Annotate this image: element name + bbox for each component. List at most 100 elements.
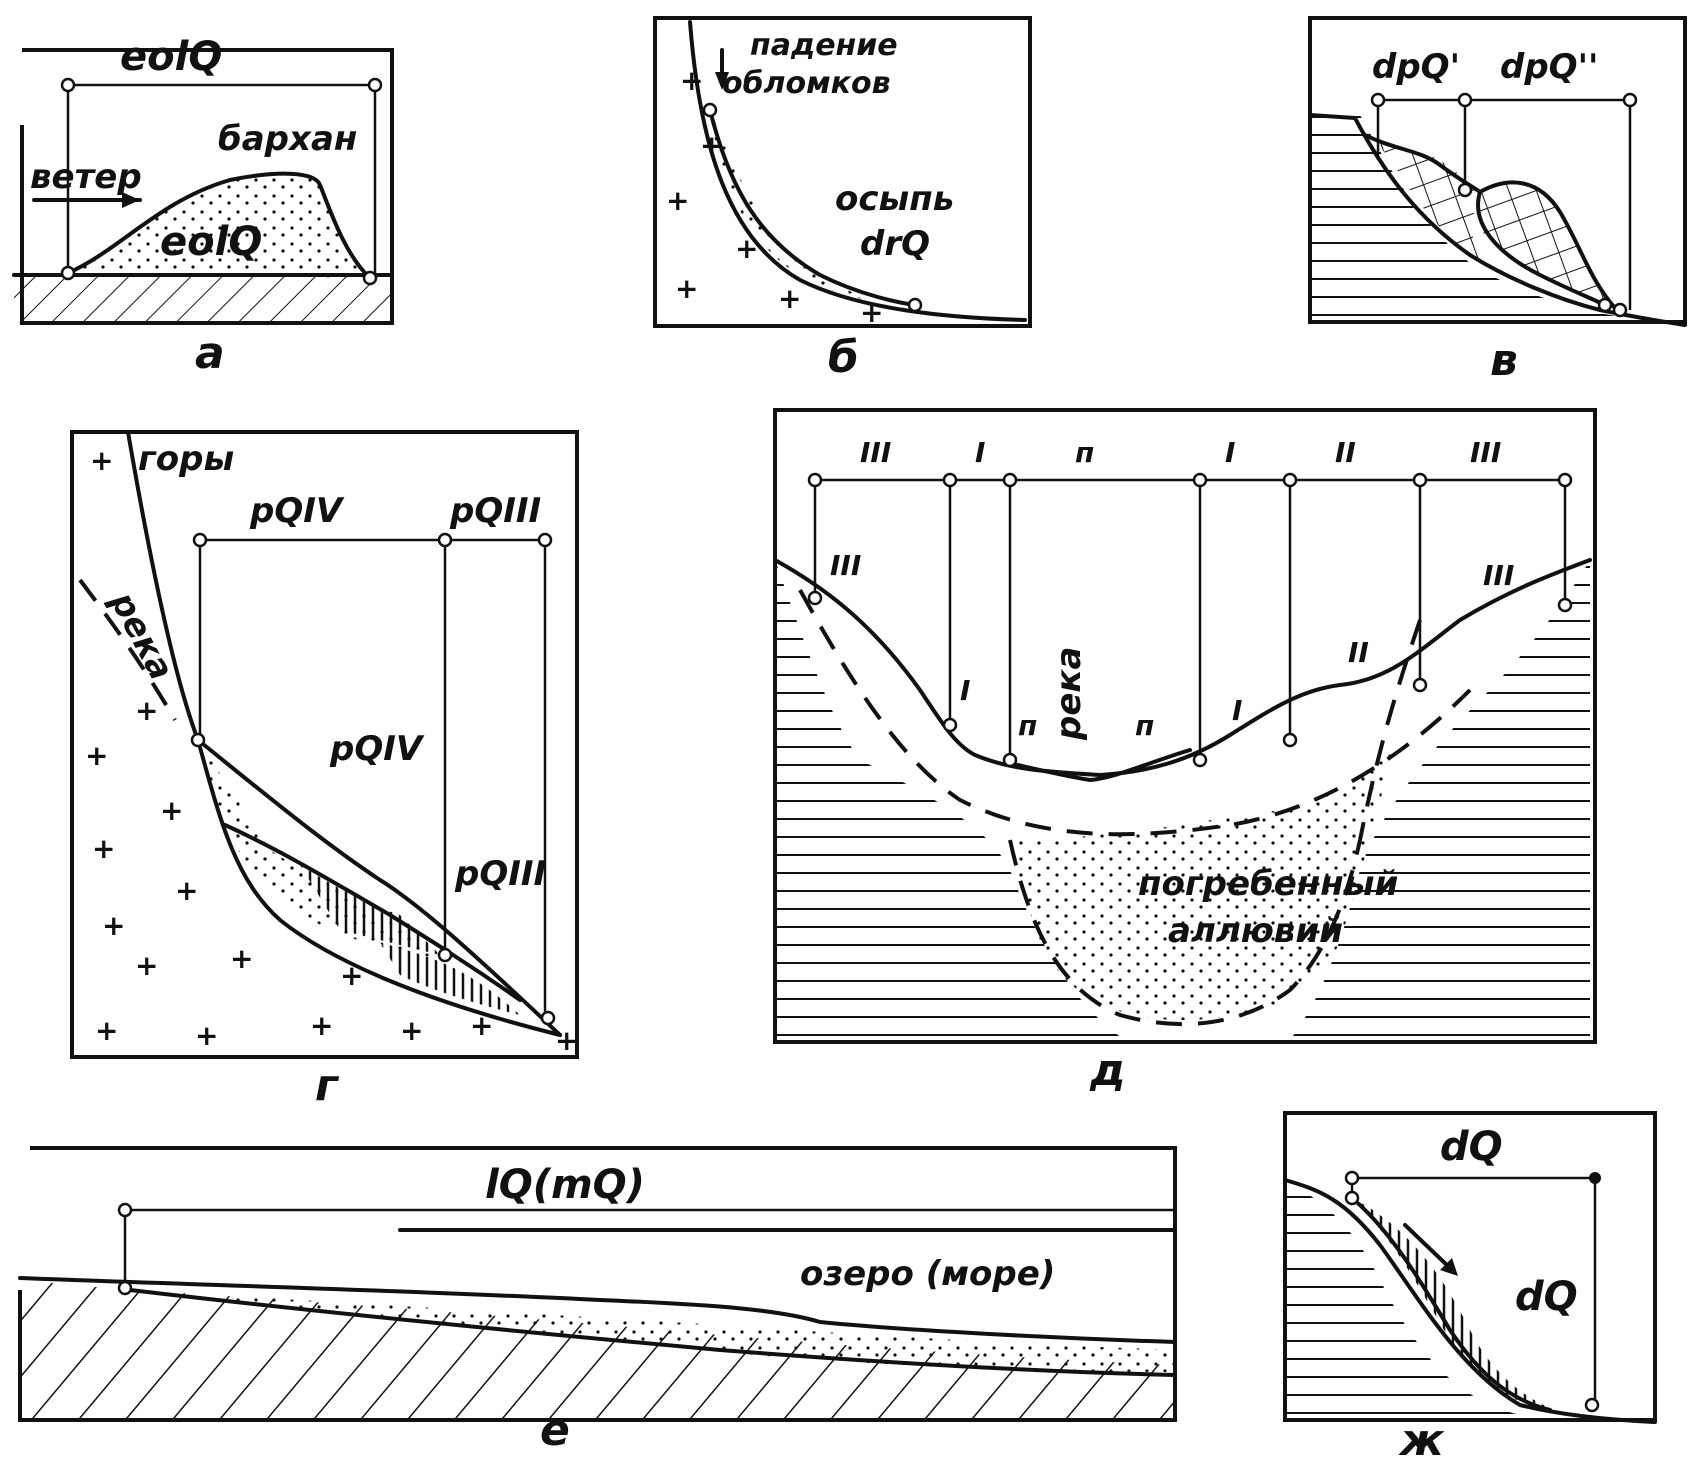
point — [192, 532, 208, 548]
cross: + — [160, 794, 183, 827]
panel-e: lQ(mQ) озеро (море) е — [18, 1146, 1177, 1456]
point — [702, 102, 718, 118]
cross: + — [778, 282, 801, 315]
point — [1597, 297, 1613, 313]
point — [1584, 1397, 1600, 1413]
point — [362, 270, 378, 286]
label-deposit-1: pQIV — [329, 729, 425, 769]
cross: + — [555, 1024, 578, 1057]
caption: б — [828, 332, 859, 383]
deposit-hatch-2 — [380, 942, 520, 1015]
point — [117, 1280, 133, 1296]
label-dune: бархан — [218, 119, 357, 159]
point — [1622, 92, 1638, 108]
slope-label: I — [1232, 694, 1242, 727]
point — [367, 77, 383, 93]
caption: а — [195, 328, 225, 379]
point — [1192, 752, 1208, 768]
point — [1344, 1170, 1360, 1186]
terrace-profile — [773, 558, 1592, 777]
top-label: I — [975, 436, 985, 469]
label-top: dQ — [1440, 1124, 1503, 1170]
old-valley-surface — [798, 589, 1472, 837]
caption: в — [1490, 335, 1518, 386]
cross: + — [92, 832, 115, 865]
cross: + — [90, 444, 113, 477]
cross: + — [230, 942, 253, 975]
buried-valley-side — [1358, 619, 1422, 841]
label-river: река — [1049, 647, 1089, 741]
point — [437, 947, 453, 963]
point — [1557, 597, 1573, 613]
channel — [1003, 748, 1192, 782]
extent-bracket — [1350, 1176, 1597, 1405]
caption: ж — [1398, 1415, 1445, 1458]
top-label: II — [1335, 436, 1356, 469]
cross: + — [666, 184, 689, 217]
point — [537, 532, 553, 548]
slide-1-fill — [1365, 130, 1480, 260]
label-deposit: dQ — [1515, 1274, 1578, 1320]
cross: + — [470, 1009, 493, 1042]
slope-line — [688, 20, 1027, 322]
slope-line — [1283, 1178, 1657, 1424]
point — [907, 297, 923, 313]
label-top: eolQ — [120, 34, 222, 80]
caption: д — [1089, 1045, 1126, 1096]
point — [1557, 472, 1573, 488]
point — [1002, 752, 1018, 768]
cross: + — [680, 64, 703, 97]
slope-label: III — [830, 549, 861, 582]
point — [1370, 92, 1386, 108]
label-water: озеро (море) — [800, 1254, 1055, 1294]
label-deposit-2: pQIII — [454, 854, 546, 894]
label-1: dpQ' — [1372, 47, 1460, 87]
slope-hatch — [1285, 1180, 1520, 1415]
label-2: dpQ'' — [1500, 47, 1598, 87]
label-wind: ветер — [30, 157, 142, 197]
cross: + — [700, 129, 723, 162]
point — [807, 590, 823, 606]
slide-arrow — [1403, 1223, 1452, 1270]
bedrock-surface — [126, 430, 562, 1037]
cross: + — [85, 739, 108, 772]
point — [60, 265, 76, 281]
point — [1457, 92, 1473, 108]
cross: + — [95, 1014, 118, 1047]
cross: + — [102, 909, 125, 942]
bedrock-left — [775, 560, 1125, 1040]
label-alluvium-1: погребенный — [1138, 864, 1398, 904]
buried-alluvium-fill — [1010, 745, 1395, 1020]
point — [1412, 677, 1428, 693]
point — [807, 472, 823, 488]
slope-label: п — [1018, 709, 1037, 742]
point — [942, 717, 958, 733]
dune-outline — [66, 171, 372, 280]
panel-frame — [20, 48, 394, 325]
fall-arrowhead — [715, 72, 729, 90]
point — [1282, 472, 1298, 488]
deluvium-surface — [1350, 1196, 1552, 1412]
point — [1457, 182, 1473, 198]
panel-v: dpQ' dpQ'' в — [1308, 16, 1687, 386]
slide-arrowhead — [1440, 1258, 1458, 1276]
point — [1002, 472, 1018, 488]
point — [1612, 302, 1628, 318]
cross: + — [195, 1019, 218, 1052]
cross: + — [400, 1014, 423, 1047]
panel-frame — [70, 430, 579, 1059]
scree-surface — [708, 108, 917, 307]
extent-bracket — [66, 83, 377, 278]
cross: + — [340, 959, 363, 992]
point — [437, 532, 453, 548]
cross: + — [675, 272, 698, 305]
slope-label: III — [1483, 559, 1514, 592]
panel-d: III I п I II III III I п п I II III река… — [773, 408, 1597, 1096]
cross: + — [135, 694, 158, 727]
cross: + — [175, 874, 198, 907]
shoreline — [18, 1276, 1177, 1344]
slope-line — [1308, 113, 1687, 327]
